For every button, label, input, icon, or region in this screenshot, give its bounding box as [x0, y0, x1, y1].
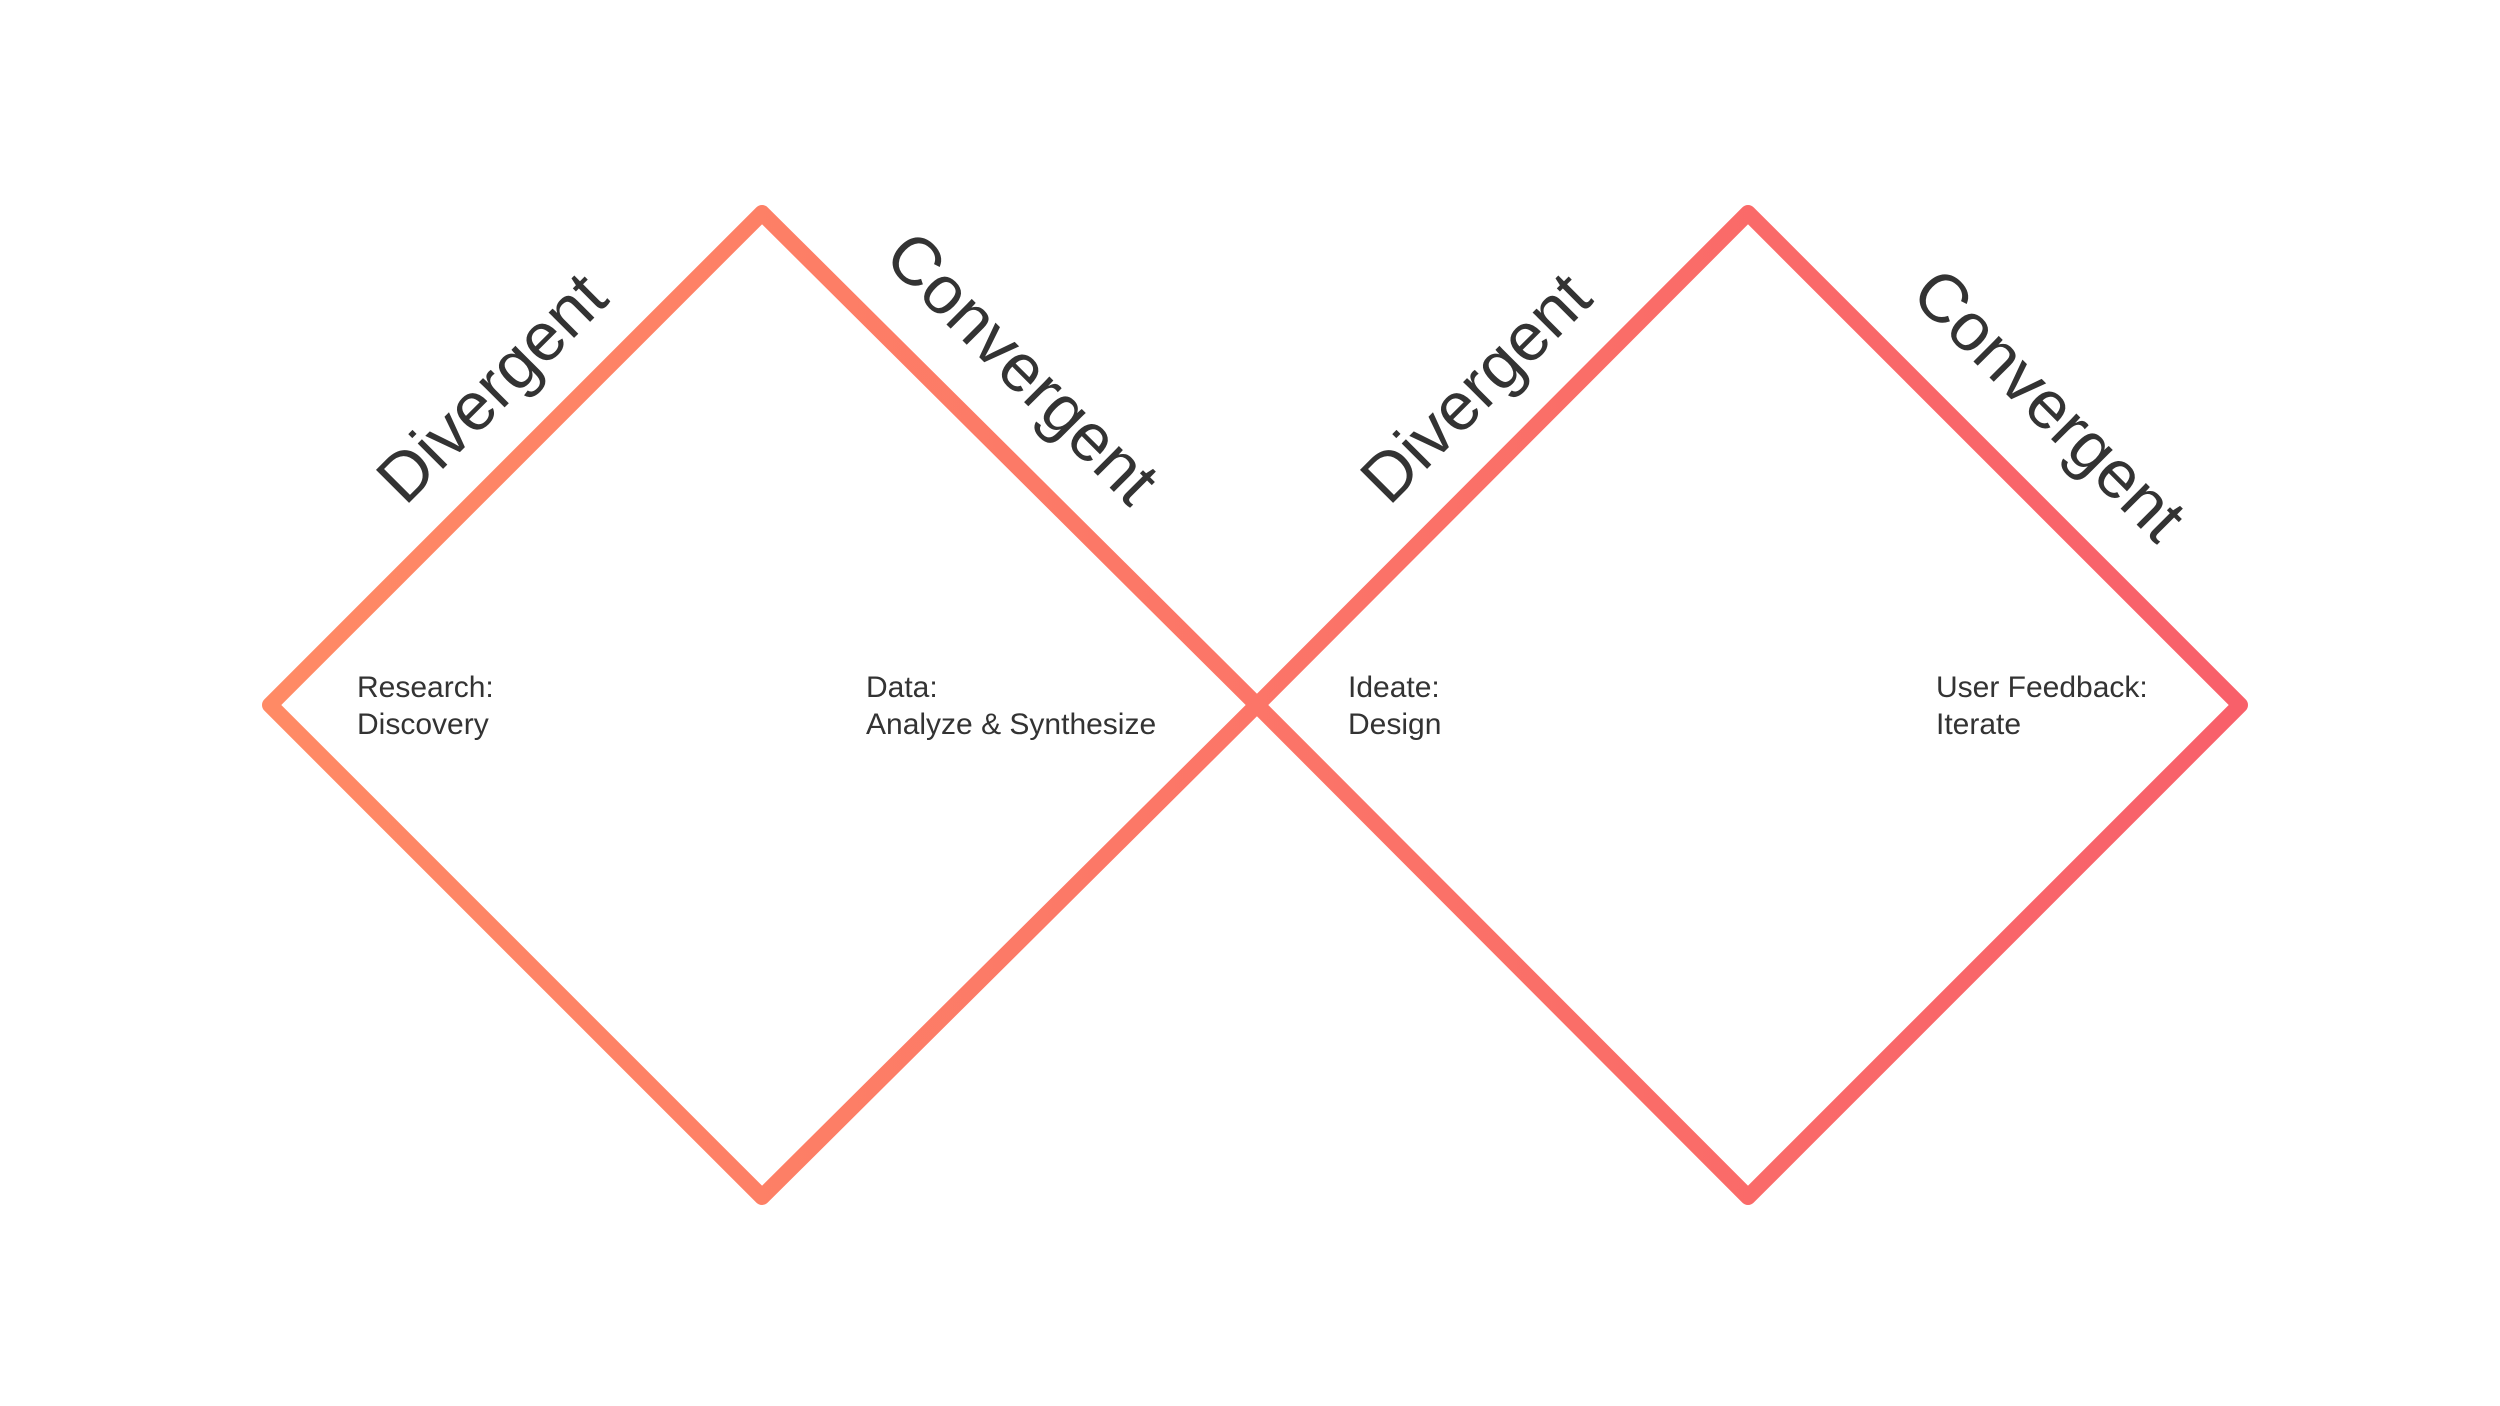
diamond-1-divergent-stage-subtitle: Discovery — [357, 708, 489, 741]
diamond-2-outline — [1249, 205, 2248, 1205]
diamond-1: Divergent Convergent Research: Discovery… — [262, 205, 1265, 1205]
diamond-1-divergent-stage-title: Research: — [357, 671, 494, 704]
diamond-2-convergent-stage-title: User Feedback: — [1936, 671, 2148, 704]
diamond-1-convergent-stage-subtitle: Analyze & Synthesize — [866, 708, 1156, 741]
diamond-2-convergent-stage-subtitle: Iterate — [1936, 708, 2021, 741]
diamond-2: Divergent Convergent Ideate: Design User… — [1249, 205, 2248, 1205]
diamond-2-divergent-stage-title: Ideate: — [1348, 671, 1440, 704]
diamond-2-divergent-stage-subtitle: Design — [1348, 708, 1441, 741]
diamond-1-convergent-stage-title: Data: — [866, 671, 938, 704]
diamond-1-outline — [262, 205, 1265, 1205]
